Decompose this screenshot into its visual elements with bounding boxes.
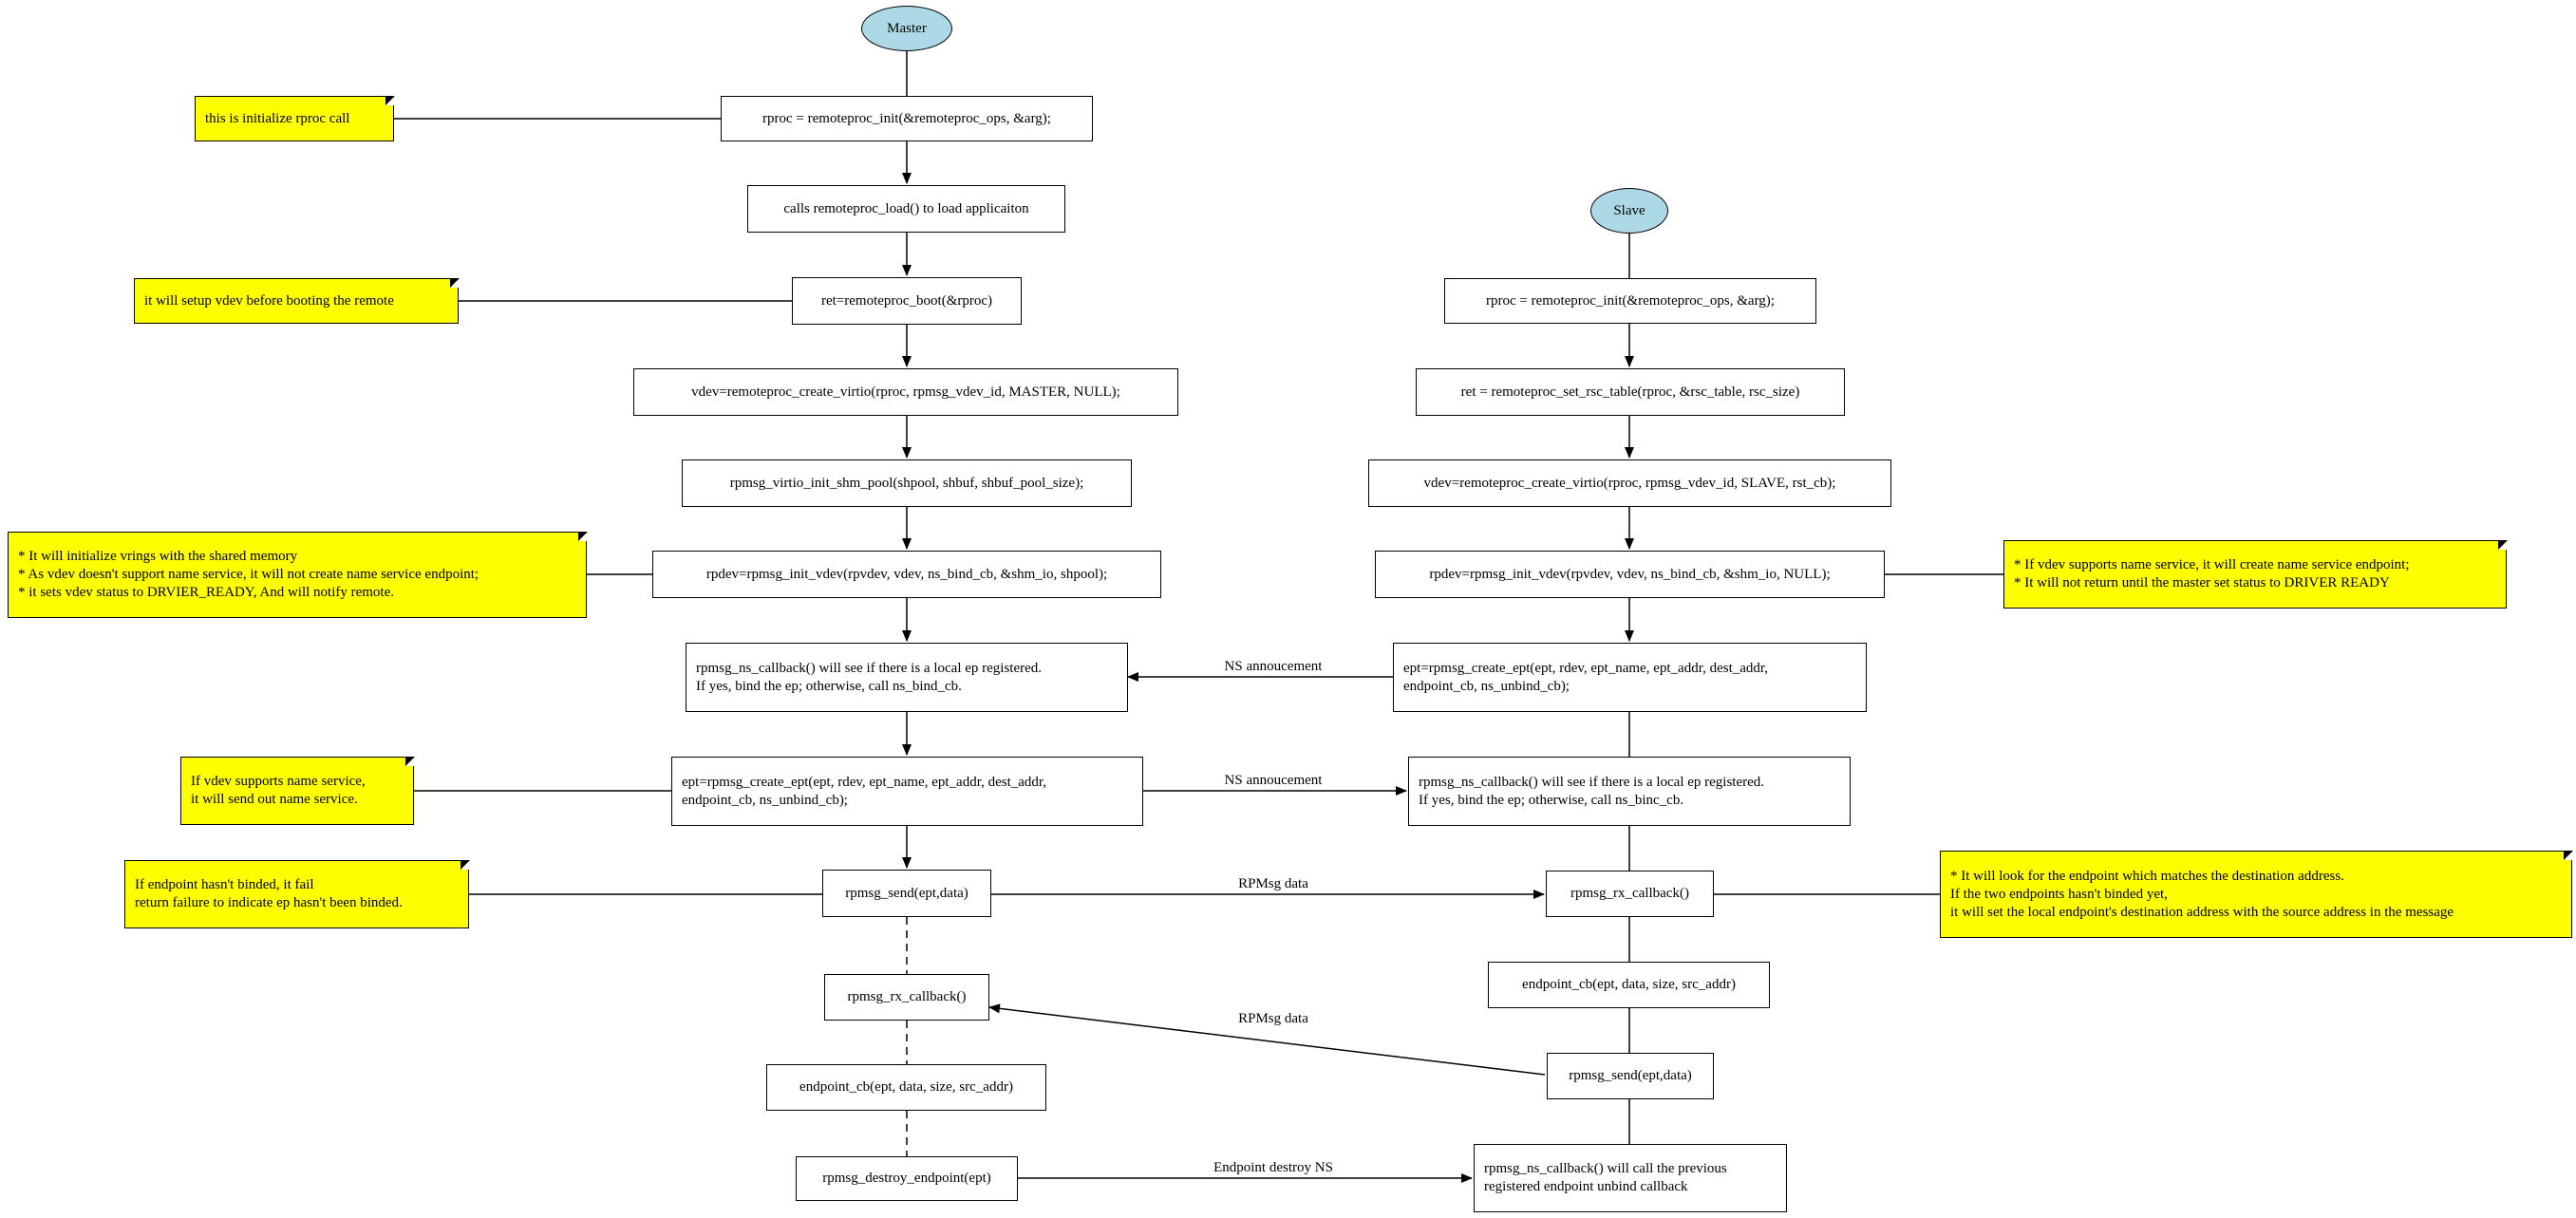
master-destroy-label: rpmsg_destroy_endpoint(ept)	[822, 1171, 991, 1186]
slave-create-virtio-node: vdev=remoteproc_create_virtio(rproc, rpm…	[1368, 459, 1891, 507]
master-send-label: rpmsg_send(ept,data)	[845, 885, 968, 901]
note-master-vdev-text: * It will initialize vrings with the sha…	[18, 549, 479, 600]
note-init-rproc-text: this is initialize rproc call	[205, 110, 350, 126]
label-rpmsg-data-1: RPMsg data	[1238, 876, 1308, 891]
note-slave-vdev-text: * If vdev supports name service, it will…	[2014, 557, 2410, 590]
note-init-rproc: this is initialize rproc call	[195, 95, 395, 141]
label-rpmsg-data-2: RPMsg data	[1238, 1011, 1308, 1026]
master-send-node: rpmsg_send(ept,data)	[822, 870, 991, 917]
slave-endpoint-cb-label: endpoint_cb(ept, data, size, src_addr)	[1522, 977, 1736, 992]
note-rx-callback-text: * It will look for the endpoint which ma…	[1950, 868, 2454, 920]
master-boot-label: ret=remoteproc_boot(&rproc)	[820, 292, 993, 309]
master-init-vdev-node: rpdev=rpmsg_init_vdev(rpvdev, vdev, ns_b…	[652, 551, 1161, 598]
master-start-node: Master	[861, 6, 952, 51]
slave-init-vdev-label: rpdev=rpmsg_init_vdev(rpvdev, vdev, ns_b…	[1429, 566, 1831, 582]
note-master-vdev: * It will initialize vrings with the sha…	[8, 531, 588, 618]
slave-ns-callback-label: rpmsg_ns_callback() will see if there is…	[1419, 774, 1765, 808]
edge-rpmsg-data-2	[988, 1003, 1546, 1076]
label-endpoint-destroy-ns: Endpoint destroy NS	[1213, 1160, 1333, 1175]
slave-ns-unbind-node: rpmsg_ns_callback() will call the previo…	[1474, 1144, 1787, 1212]
master-ns-callback-label: rpmsg_ns_callback() will see if there is…	[696, 660, 1043, 694]
master-start-label: Master	[887, 20, 927, 36]
slave-create-virtio-label: vdev=remoteproc_create_virtio(rproc, rpm…	[1423, 475, 1836, 491]
note-rx-callback: * It will look for the endpoint which ma…	[1940, 850, 2573, 938]
master-load-label: calls remoteproc_load() to load applicai…	[783, 200, 1029, 216]
label-ns-announcement-2: NS annoucement	[1224, 773, 1323, 788]
note-slave-vdev: * If vdev supports name service, it will…	[2003, 539, 2508, 609]
master-init-node: rproc = remoteproc_init(&remoteproc_ops,…	[721, 96, 1093, 141]
master-create-ept-label: ept=rpmsg_create_ept(ept, rdev, ept_name…	[682, 774, 1047, 808]
master-create-virtio-label: vdev=remoteproc_create_virtio(rproc, rpm…	[691, 384, 1120, 400]
slave-rx-callback-node: rpmsg_rx_callback()	[1546, 871, 1714, 917]
slave-ns-unbind-label: rpmsg_ns_callback() will call the previo…	[1484, 1161, 1727, 1194]
master-load-node: calls remoteproc_load() to load applicai…	[747, 185, 1065, 233]
slave-send-label: rpmsg_send(ept,data)	[1569, 1068, 1692, 1083]
note-send-failure-text: If endpoint hasn't binded, it fail retur…	[135, 877, 403, 910]
slave-endpoint-cb-node: endpoint_cb(ept, data, size, src_addr)	[1488, 962, 1770, 1008]
note-ept-name-service: If vdev supports name service, it will s…	[180, 756, 415, 825]
master-rx-callback-node: rpmsg_rx_callback()	[824, 974, 989, 1021]
slave-set-rsc-label: ret = remoteproc_set_rsc_table(rproc, &r…	[1460, 384, 1800, 400]
note-boot: it will setup vdev before booting the re…	[134, 277, 460, 324]
note-ept-name-service-text: If vdev supports name service, it will s…	[191, 774, 366, 807]
master-rx-callback-label: rpmsg_rx_callback()	[847, 989, 967, 1004]
master-shm-pool-node: rpmsg_virtio_init_shm_pool(shpool, shbuf…	[682, 459, 1132, 507]
slave-rx-callback-label: rpmsg_rx_callback()	[1570, 886, 1689, 901]
master-create-ept-node: ept=rpmsg_create_ept(ept, rdev, ept_name…	[671, 757, 1143, 826]
slave-send-node: rpmsg_send(ept,data)	[1547, 1053, 1714, 1099]
slave-create-ept-label: ept=rpmsg_create_ept(ept, rdev, ept_name…	[1403, 660, 1769, 694]
master-init-label: rproc = remoteproc_init(&remoteproc_ops,…	[762, 110, 1051, 126]
master-destroy-node: rpmsg_destroy_endpoint(ept)	[796, 1156, 1018, 1201]
slave-init-label: rproc = remoteproc_init(&remoteproc_ops,…	[1486, 292, 1775, 309]
slave-ns-callback-node: rpmsg_ns_callback() will see if there is…	[1408, 757, 1851, 826]
slave-create-ept-node: ept=rpmsg_create_ept(ept, rdev, ept_name…	[1393, 643, 1867, 712]
master-create-virtio-node: vdev=remoteproc_create_virtio(rproc, rpm…	[633, 368, 1178, 416]
master-shm-pool-label: rpmsg_virtio_init_shm_pool(shpool, shbuf…	[729, 475, 1084, 491]
master-ns-callback-node: rpmsg_ns_callback() will see if there is…	[686, 643, 1128, 712]
master-boot-node: ret=remoteproc_boot(&rproc)	[792, 277, 1022, 325]
slave-init-vdev-node: rpdev=rpmsg_init_vdev(rpvdev, vdev, ns_b…	[1375, 551, 1885, 598]
slave-set-rsc-node: ret = remoteproc_set_rsc_table(rproc, &r…	[1416, 368, 1845, 416]
note-boot-text: it will setup vdev before booting the re…	[144, 292, 394, 309]
slave-start-node: Slave	[1590, 188, 1668, 234]
master-init-vdev-label: rpdev=rpmsg_init_vdev(rpvdev, vdev, ns_b…	[705, 566, 1108, 582]
master-endpoint-cb-node: endpoint_cb(ept, data, size, src_addr)	[766, 1064, 1046, 1111]
slave-init-node: rproc = remoteproc_init(&remoteproc_ops,…	[1444, 278, 1816, 324]
note-send-failure: If endpoint hasn't binded, it fail retur…	[124, 859, 470, 928]
label-ns-announcement-1: NS annoucement	[1224, 659, 1323, 674]
slave-start-label: Slave	[1613, 202, 1645, 218]
master-endpoint-cb-label: endpoint_cb(ept, data, size, src_addr)	[799, 1079, 1013, 1095]
